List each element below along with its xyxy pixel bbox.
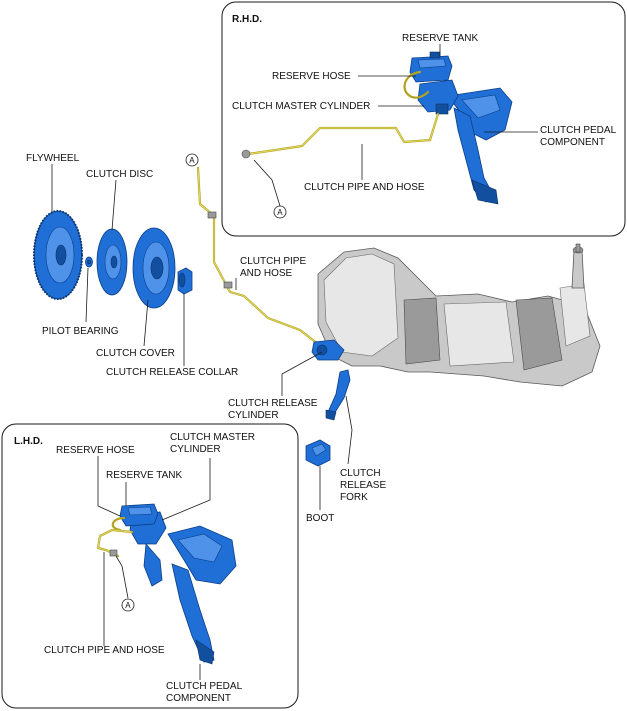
rhd-reserve-hose (403, 70, 430, 99)
lhd-pedal-label-line1: CLUTCH PEDAL (166, 681, 243, 692)
transmission (317, 243, 601, 387)
lhd-reserve-hose (111, 516, 126, 532)
svg-text:A: A (125, 601, 131, 610)
rhd-title: R.H.D. (232, 14, 262, 25)
lhd-reserve-tank (119, 503, 159, 527)
clutch-release-collar (177, 267, 193, 295)
release-fork-label-line3: FORK (340, 492, 368, 503)
boot-label: BOOT (306, 513, 334, 524)
main-pipe-label-line1: CLUTCH PIPE (240, 256, 306, 267)
lhd-clutch-pedal-component (167, 525, 237, 665)
main-clutch-pipe-and-hose (196, 166, 320, 346)
lhd-reserve-tank-label: RESERVE TANK (106, 470, 182, 481)
lhd-reserve-hose-label: RESERVE HOSE (56, 445, 135, 456)
main-pipe-label-line2: AND HOSE (240, 268, 293, 279)
main-connector-a: A (185, 153, 199, 167)
rhd-clutch-pedal-component (447, 87, 513, 205)
pilot-bearing (85, 256, 93, 268)
clutch-disc-label: CLUTCH DISC (86, 169, 153, 180)
rhd-pipe-hose-label: CLUTCH PIPE AND HOSE (304, 182, 425, 193)
rhd-clutch-pipe-and-hose (241, 112, 440, 159)
lhd-pipe-hose-label: CLUTCH PIPE AND HOSE (44, 645, 165, 656)
release-collar-label: CLUTCH RELEASE COLLAR (106, 367, 238, 378)
pilot-bearing-label: PILOT BEARING (42, 326, 119, 337)
boot (305, 439, 331, 467)
svg-text:A: A (277, 208, 283, 217)
rhd-reserve-tank-label: RESERVE TANK (402, 33, 478, 44)
rhd-reserve-hose-label: RESERVE HOSE (272, 71, 351, 82)
rhd-master-cylinder-label: CLUTCH MASTER CYLINDER (232, 101, 370, 112)
flywheel-label: FLYWHEEL (26, 153, 80, 164)
lhd-pedal-label-line2: COMPONENT (166, 693, 231, 704)
rhd-pedal-label-line2: COMPONENT (540, 137, 605, 148)
lhd-master-cylinder-label-line1: CLUTCH MASTER (170, 432, 255, 443)
lhd-master-cylinder-label-line2: CYLINDER (170, 444, 221, 455)
release-cylinder-label-line1: CLUTCH RELEASE (228, 398, 318, 409)
release-cylinder-label-line2: CYLINDER (228, 410, 279, 421)
lhd-inset: L.H.D. (1, 423, 299, 709)
rhd-clutch-master-cylinder (417, 79, 459, 115)
clutch-disc (96, 228, 128, 296)
rhd-connector-a: A (273, 205, 287, 219)
lhd-title: L.H.D. (14, 436, 43, 447)
lhd-clutch-pipe-and-hose (96, 528, 134, 558)
rhd-inset: R.H.D. (221, 1, 626, 237)
clutch-cover (132, 227, 176, 309)
release-fork-label-line2: RELEASE (340, 480, 386, 491)
rhd-pedal-label-line1: CLUTCH PEDAL (540, 125, 617, 136)
clutch-cover-label: CLUTCH COVER (96, 348, 175, 359)
rhd-inset-frame (221, 1, 626, 237)
lhd-connector-a: A (121, 598, 135, 612)
clutch-release-fork (325, 369, 351, 421)
rhd-reserve-tank (409, 51, 453, 83)
flywheel (33, 210, 83, 300)
svg-text:A: A (189, 156, 195, 165)
clutch-release-cylinder (311, 339, 345, 361)
release-fork-label-line1: CLUTCH (340, 468, 381, 479)
